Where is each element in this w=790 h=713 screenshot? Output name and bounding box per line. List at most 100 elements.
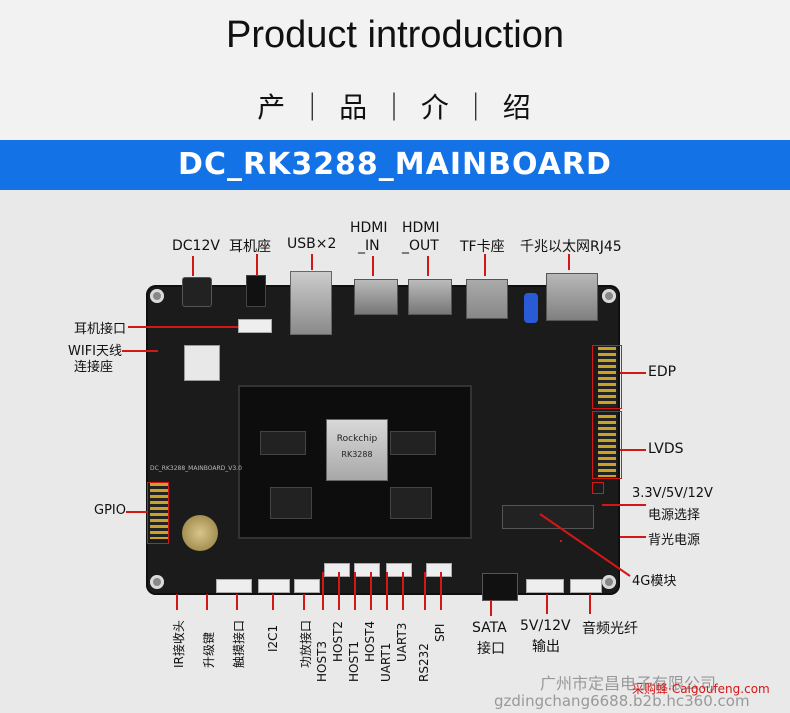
label-hdmi-in-2: _IN <box>358 238 380 254</box>
lvds-highlight <box>592 411 622 479</box>
4g-slot <box>502 505 594 529</box>
label-hdmi-in: HDMI <box>350 220 388 236</box>
label-touch: 触摸接口 <box>232 619 246 668</box>
leader-line <box>440 572 442 610</box>
watermark-site: 采购蜂·Caigoufeng.com <box>632 682 770 696</box>
leader-line <box>126 511 147 513</box>
watermark-company: 广州市定昌电子有限公司 <box>540 674 717 693</box>
amp-connector <box>294 579 320 593</box>
label-wifi: WIFI天线 <box>68 344 122 359</box>
edp-header <box>598 347 616 407</box>
header: Product introduction 产 ｜ 品 ｜ 介 ｜ 绍 <box>0 0 790 140</box>
label-spi: SPI <box>433 623 447 642</box>
leader-line <box>176 594 178 610</box>
earphone-connector <box>238 319 272 333</box>
leader-line <box>620 449 646 451</box>
label-hdmi-out-2: _OUT <box>402 238 439 254</box>
mount-hole <box>602 575 616 589</box>
label-ir: IR接收头 <box>172 620 186 668</box>
label-uart3: UART3 <box>395 622 409 662</box>
page-subtitle: 产 ｜ 品 ｜ 介 ｜ 绍 <box>257 91 533 124</box>
label-hdmi-out: HDMI <box>402 220 440 236</box>
hdmi-out-port <box>408 279 452 315</box>
label-i2c1: I2C1 <box>266 624 280 652</box>
leader-line <box>122 350 158 352</box>
memory-chip <box>260 431 306 455</box>
page-title: Product introduction <box>226 14 564 56</box>
leader-line <box>128 326 238 328</box>
earphone-socket <box>246 275 266 307</box>
label-upgrade: 升级键 <box>202 631 216 668</box>
label-edp: EDP <box>648 364 677 380</box>
leader-line <box>402 572 404 610</box>
leader-line <box>338 572 340 610</box>
label-amp: 功放接口 <box>299 619 313 668</box>
leader-line <box>370 572 372 610</box>
leader-line <box>620 536 646 538</box>
label-rj45: 千兆以太网RJ45 <box>520 239 622 255</box>
leader-line <box>311 254 313 270</box>
sata-port <box>482 573 518 601</box>
memory-chip <box>390 431 436 455</box>
hdmi-in-port <box>354 279 398 315</box>
label-backlight: 背光电源 <box>648 533 701 548</box>
label-power-select-2: 电源选择 <box>648 508 701 523</box>
blue-capacitor <box>524 293 538 323</box>
leader-line <box>386 572 388 610</box>
leader-line <box>427 256 429 276</box>
label-uart1: UART1 <box>379 642 393 682</box>
label-output: 5V/12V <box>520 618 571 634</box>
host-connector <box>324 563 350 577</box>
leader-line <box>602 504 646 506</box>
label-host2: HOST2 <box>331 620 345 662</box>
label-4g: 4G模块 <box>632 574 677 589</box>
rtc-battery <box>182 515 218 551</box>
leader-line <box>589 594 591 614</box>
core-module: Rockchip RK3288 <box>238 385 472 539</box>
spi-connector <box>426 563 452 577</box>
edp-highlight <box>592 345 622 409</box>
leader-line <box>620 372 646 374</box>
label-host4: HOST4 <box>363 620 377 662</box>
rj45-port <box>546 273 598 321</box>
label-optical: 音频光纤 <box>582 621 638 637</box>
mount-hole <box>602 289 616 303</box>
emmc-chip <box>270 487 312 519</box>
leader-line <box>539 513 631 577</box>
mount-hole <box>150 289 164 303</box>
banner-title: DC_RK3288_MAINBOARD <box>178 147 612 182</box>
label-dc12v: DC12V <box>172 238 220 254</box>
leader-line <box>206 594 208 610</box>
mainboard-image: Rockchip RK3288 DC_RK3288_MAINBOARD_V3.0 <box>146 271 620 601</box>
rk3288-chip: Rockchip RK3288 <box>326 419 388 481</box>
chip-brand: Rockchip <box>336 434 378 444</box>
gpio-header <box>150 483 168 539</box>
label-lvds: LVDS <box>648 441 684 457</box>
leader-line <box>272 594 274 610</box>
leader-line <box>322 572 324 610</box>
label-sata: SATA <box>472 620 507 636</box>
label-power-select: 3.3V/5V/12V <box>632 486 713 501</box>
label-host3: HOST3 <box>315 640 329 682</box>
4g-leader-svg <box>539 513 631 577</box>
leader-line <box>372 256 374 276</box>
touch-connector <box>216 579 252 593</box>
label-sata-2: 接口 <box>477 641 505 657</box>
leader-line <box>546 594 548 614</box>
label-tf: TF卡座 <box>460 239 505 255</box>
leader-line <box>354 572 356 610</box>
label-host1: HOST1 <box>347 640 361 682</box>
label-earphone-port: 耳机接口 <box>74 322 127 337</box>
wifi-module <box>184 345 220 381</box>
label-output-2: 输出 <box>532 639 560 655</box>
host-connector <box>354 563 380 577</box>
optical-connector <box>570 579 602 593</box>
label-rs232: RS232 <box>417 643 431 682</box>
leader-line <box>560 540 562 542</box>
leader-line <box>192 256 194 276</box>
label-wifi-2: 连接座 <box>74 360 114 375</box>
lvds-header <box>598 415 616 477</box>
leader-line <box>424 572 426 610</box>
mount-hole <box>150 575 164 589</box>
label-gpio: GPIO <box>94 503 126 518</box>
